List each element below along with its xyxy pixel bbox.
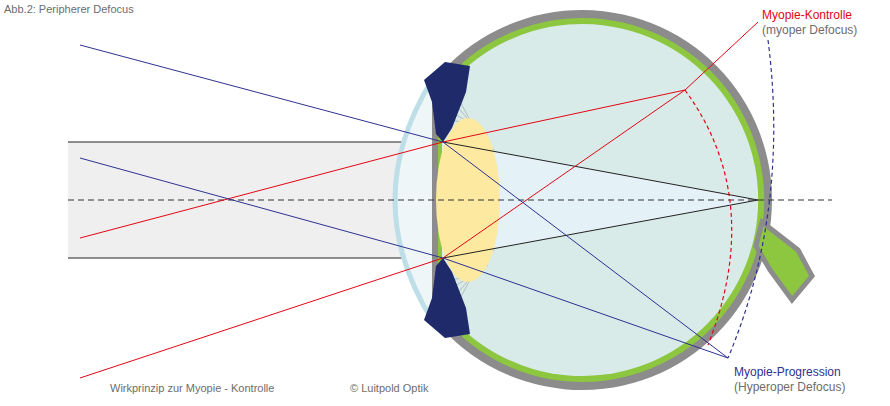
hyperopic-ray xyxy=(80,45,728,358)
hyperopic-ray xyxy=(80,158,728,358)
blue-sublabel: (Hyperoper Defocus) xyxy=(734,381,845,395)
myopic-image-shell xyxy=(685,90,732,345)
figure-caption: Wirkprinzip zur Myopie - Kontrolle xyxy=(110,382,274,395)
red-sublabel: (myoper Defocus) xyxy=(762,24,857,38)
figure-title: Abb.2: Peripherer Defocus xyxy=(4,3,134,16)
parallel-ray xyxy=(68,258,443,259)
blue-label: Myopie-Progression xyxy=(734,366,841,380)
central-ray xyxy=(443,200,758,258)
hyperopic-image-shell xyxy=(728,40,774,358)
optic-nerve xyxy=(756,222,812,300)
central-ray xyxy=(443,142,758,200)
optical-axis xyxy=(68,200,832,201)
parallel-ray xyxy=(68,142,443,143)
iris-bottom xyxy=(424,258,470,338)
copyright-note: © Luitpold Optik xyxy=(350,382,428,395)
myopic-ray xyxy=(80,22,758,378)
myopic-ray xyxy=(80,90,685,238)
red-label: Myopie-Kontrolle xyxy=(762,9,852,23)
iris-top xyxy=(424,62,470,142)
light-band xyxy=(68,142,443,258)
